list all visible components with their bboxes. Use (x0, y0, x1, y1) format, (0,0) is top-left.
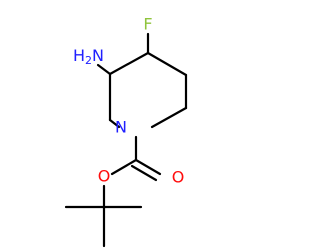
amine-group-label: H2N (73, 46, 104, 68)
amine-subscript-label: 2 (85, 54, 92, 67)
fluorine-atom-label: F (143, 15, 152, 34)
ring-nitrogen-label: N (115, 118, 127, 137)
bond-c3-c4 (108, 51, 150, 76)
amine-n-label: N (92, 46, 104, 65)
bond-c4-c5 (146, 51, 188, 77)
bond-c6-n1 (150, 106, 188, 129)
bond-c3-nh2 (96, 63, 112, 76)
carbonyl-oxygen-label: O (172, 168, 185, 187)
bond-n1-c2 (108, 118, 121, 129)
amine-h-label: H (73, 46, 85, 65)
bond-carbonyl-double-1 (134, 158, 162, 176)
bond-carbonyl-c-o-ester (110, 158, 138, 176)
ester-oxygen-label: O (98, 167, 111, 186)
bond-carbonyl-double-2 (130, 164, 158, 182)
tert-butyl-bonds (64, 205, 143, 248)
chemical-structure: F H2N N O O (64, 15, 188, 248)
piperidine-ring-bonds (108, 51, 188, 129)
